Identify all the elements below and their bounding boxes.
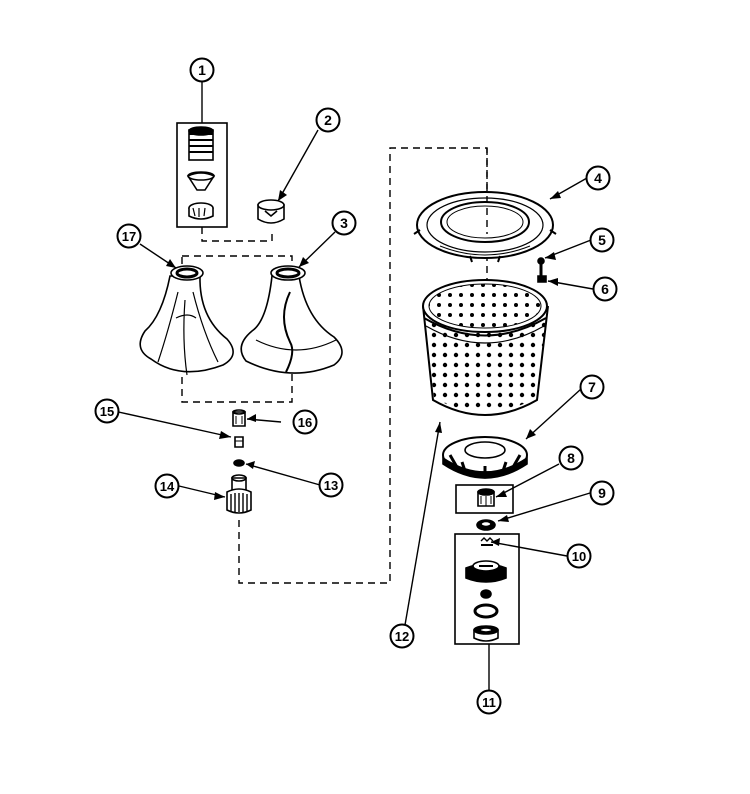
- callout-13: 13: [318, 472, 344, 498]
- callout-5: 5: [589, 227, 615, 253]
- callout-circle: [189, 57, 215, 83]
- callout-11: 11: [476, 689, 502, 715]
- clip-6: [537, 275, 547, 283]
- callout-number: 12: [395, 629, 409, 644]
- callout-circle: [331, 210, 357, 236]
- leader-lines: [113, 81, 594, 691]
- callout-7: 7: [579, 374, 605, 400]
- callout-number: 3: [340, 215, 348, 231]
- arrowheads: [166, 190, 561, 546]
- callout-4: 4: [585, 165, 611, 191]
- callout-circle: [579, 374, 605, 400]
- callout-number: 10: [572, 549, 586, 564]
- agitator-cap-kit: [176, 122, 228, 228]
- callout-number: 16: [298, 415, 312, 430]
- stud-15: [234, 436, 244, 448]
- callout-10: 10: [566, 543, 592, 569]
- callout-number: 5: [598, 232, 606, 248]
- callout-number: 8: [567, 450, 575, 466]
- callout-number: 17: [122, 229, 136, 244]
- callout-circle: [589, 227, 615, 253]
- callout-14: 14: [154, 473, 180, 499]
- agitator-17: [139, 265, 234, 376]
- callout-16: 16: [292, 409, 318, 435]
- balance-ring-4: [413, 191, 557, 263]
- screw-5: [537, 257, 545, 280]
- callout-circle: [585, 165, 611, 191]
- bearing-kit: [454, 533, 520, 645]
- callout-number: 11: [482, 695, 496, 710]
- callout-circle: [592, 276, 618, 302]
- callout-8: 8: [558, 445, 584, 471]
- callout-number: 13: [324, 478, 338, 493]
- callout-circle: [94, 398, 120, 424]
- seal-9: [476, 519, 496, 531]
- callout-number: 1: [198, 62, 206, 78]
- callout-circle: [476, 689, 502, 715]
- spin-basket-12: [422, 279, 549, 416]
- drive-bell-16: [232, 409, 246, 427]
- callout-number: 15: [100, 404, 114, 419]
- callout-1: 1: [189, 57, 215, 83]
- coupling-14: [226, 474, 252, 514]
- callout-15: 15: [94, 398, 120, 424]
- callout-circle: [292, 409, 318, 435]
- agitator-small-cap: [257, 199, 285, 224]
- callout-circle: [589, 480, 615, 506]
- callout-9: 9: [589, 480, 615, 506]
- callout-circle: [315, 107, 341, 133]
- callout-circle: [389, 623, 415, 649]
- callout-circle: [116, 223, 142, 249]
- callout-number: 4: [594, 170, 602, 186]
- callout-number: 14: [160, 479, 175, 494]
- agitator-3: [240, 265, 343, 374]
- callout-circle: [558, 445, 584, 471]
- callout-number: 2: [324, 112, 332, 128]
- callout-number: 7: [588, 379, 596, 395]
- callout-12: 12: [389, 623, 415, 649]
- callout-circle: [566, 543, 592, 569]
- callout-3: 3: [331, 210, 357, 236]
- callout-number: 9: [598, 485, 606, 501]
- washer-13: [233, 459, 245, 467]
- callout-circle: [318, 472, 344, 498]
- callout-2: 2: [315, 107, 341, 133]
- nut-kit-8: [455, 484, 514, 514]
- callout-circle: [154, 473, 180, 499]
- callout-6: 6: [592, 276, 618, 302]
- callout-number: 6: [601, 281, 609, 297]
- hub-7: [442, 436, 528, 479]
- callout-17: 17: [116, 223, 142, 249]
